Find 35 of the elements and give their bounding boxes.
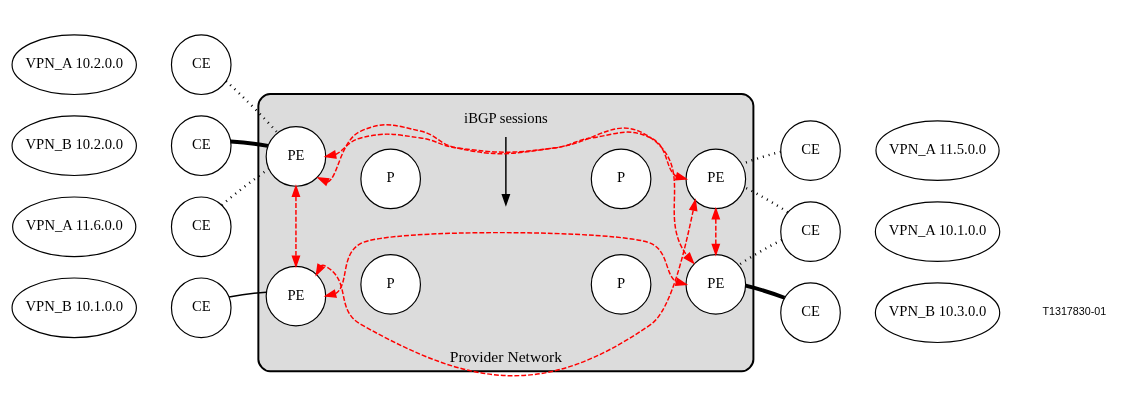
node-circle: CE [170, 196, 232, 258]
arrow [315, 198, 698, 377]
arrow [291, 184, 301, 269]
connector [228, 291, 267, 298]
node-circle: CE [780, 120, 841, 181]
arrow [316, 124, 695, 265]
arrow [501, 136, 511, 207]
connector [230, 139, 269, 148]
node-ellipse: VPN_B 10.3.0.0 [874, 282, 1001, 344]
node-circle: CE [780, 201, 841, 263]
node-circle: PE [265, 126, 327, 187]
arrow [323, 131, 689, 181]
node-ellipse: VPN_A 10.1.0.0 [874, 201, 1001, 263]
connector [744, 186, 789, 214]
node-circle: P [360, 148, 422, 210]
arrow [711, 206, 721, 257]
node-circle: CE [170, 277, 232, 339]
connector [745, 283, 786, 300]
node-ellipse: VPN_A 11.5.0.0 [875, 120, 1000, 181]
label: T1317830-01 [1042, 305, 1107, 318]
node-circle: P [590, 148, 652, 210]
node-circle: P [590, 254, 652, 315]
node-circle: P [360, 254, 422, 315]
arrow [323, 231, 689, 298]
node-ellipse: VPN_A 10.2.0.0 [11, 34, 137, 96]
connector [738, 238, 783, 266]
connector [221, 168, 270, 207]
node-ellipse: VPN_A 11.6.0.0 [12, 196, 137, 258]
node-circle: CE [780, 282, 841, 344]
node-ellipse: VPN_B 10.1.0.0 [11, 277, 137, 339]
connector [225, 80, 279, 134]
node-circle: CE [170, 34, 232, 96]
node-text: iBGP sessions [464, 109, 548, 126]
node-circle: CE [170, 115, 232, 177]
node-ellipse: VPN_B 10.2.0.0 [11, 115, 137, 177]
